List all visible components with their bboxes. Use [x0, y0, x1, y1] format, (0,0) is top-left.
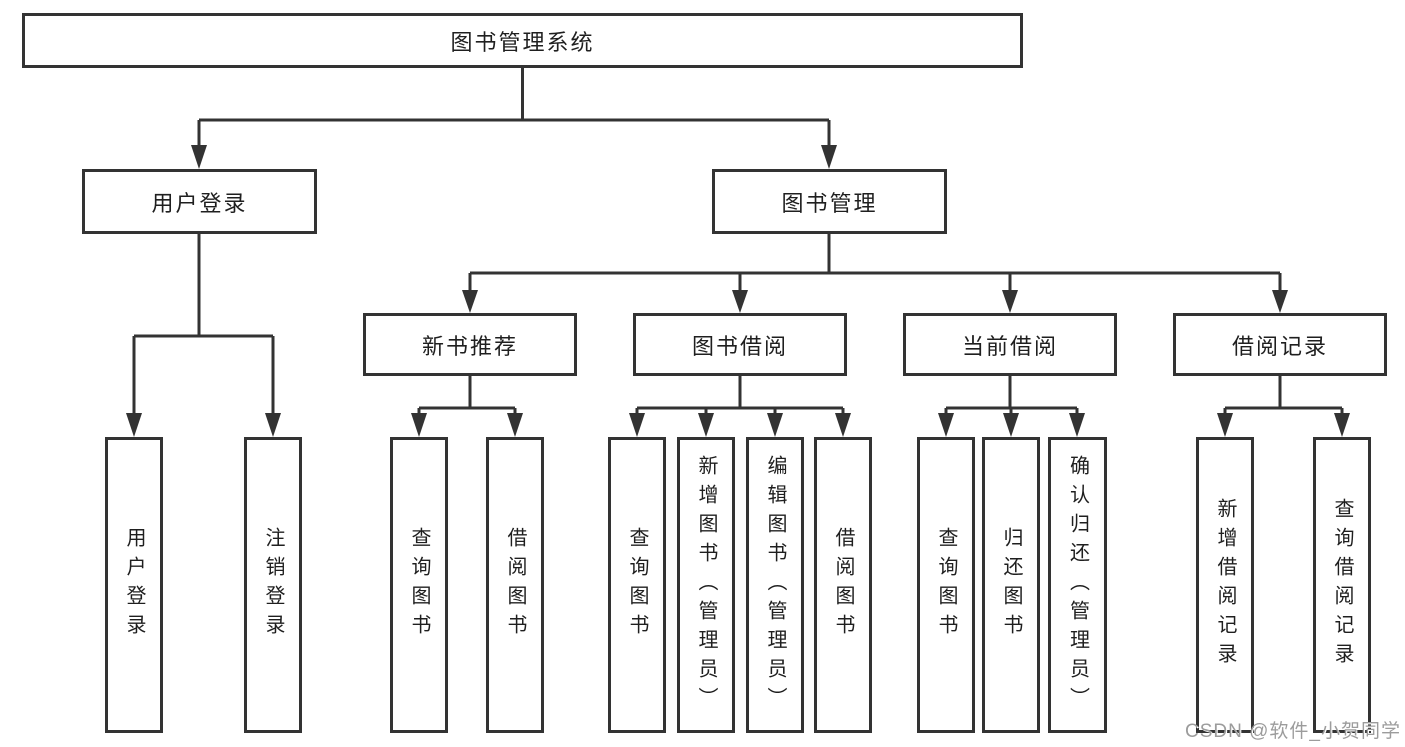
leaf-borrow-books-borrow-label: 借阅图书: [832, 527, 854, 643]
leaf-edit-book-admin: 编辑图书（管理员）: [746, 437, 804, 733]
node-new-book-recommend-label: 新书推荐: [421, 333, 518, 359]
leaf-user-login: 用户登录: [105, 437, 163, 733]
node-book-borrow: 图书借阅: [633, 313, 847, 376]
node-user-login: 用户登录: [82, 169, 317, 234]
leaf-return-books: 归还图书: [982, 437, 1040, 733]
node-current-borrow-label: 当前借阅: [961, 333, 1058, 359]
leaf-query-books-current-label: 查询图书: [935, 527, 957, 643]
leaf-borrow-books-borrow: 借阅图书: [814, 437, 872, 733]
node-new-book-recommend: 新书推荐: [363, 313, 577, 376]
leaf-query-borrow-record: 查询借阅记录: [1313, 437, 1371, 733]
leaf-query-books-current: 查询图书: [917, 437, 975, 733]
leaf-add-book-admin-label: 新增图书（管理员）: [695, 454, 717, 716]
node-borrow-records: 借阅记录: [1173, 313, 1387, 376]
leaf-query-books-borrow-label: 查询图书: [626, 527, 648, 643]
leaf-query-borrow-record-label: 查询借阅记录: [1331, 498, 1353, 672]
leaf-add-borrow-record-label: 新增借阅记录: [1214, 498, 1236, 672]
leaf-add-borrow-record: 新增借阅记录: [1196, 437, 1254, 733]
node-book-borrow-label: 图书借阅: [691, 333, 788, 359]
leaf-add-book-admin: 新增图书（管理员）: [677, 437, 735, 733]
leaf-return-books-label: 归还图书: [1000, 527, 1022, 643]
leaf-confirm-return-admin-label: 确认归还（管理员）: [1066, 454, 1089, 716]
node-root-label: 图书管理系统: [450, 29, 595, 55]
leaf-borrow-books-recommend-label: 借阅图书: [504, 527, 526, 643]
leaf-user-login-label: 用户登录: [123, 527, 145, 643]
node-user-login-label: 用户登录: [151, 190, 248, 216]
node-root: 图书管理系统: [22, 13, 1023, 68]
leaf-logout: 注销登录: [244, 437, 302, 733]
leaf-logout-label: 注销登录: [262, 527, 284, 643]
leaf-query-books-recommend-label: 查询图书: [408, 527, 430, 643]
node-current-borrow: 当前借阅: [903, 313, 1117, 376]
node-book-management-label: 图书管理: [781, 190, 878, 216]
leaf-query-books-borrow: 查询图书: [608, 437, 666, 733]
leaf-query-books-recommend: 查询图书: [390, 437, 448, 733]
leaf-confirm-return-admin: 确认归还（管理员）: [1048, 437, 1107, 733]
leaf-borrow-books-recommend: 借阅图书: [486, 437, 544, 733]
arrowheads: [126, 145, 1350, 437]
watermark: CSDN @软件_小贺同学: [1185, 721, 1401, 742]
node-borrow-records-label: 借阅记录: [1231, 333, 1328, 359]
node-book-management: 图书管理: [712, 169, 947, 234]
leaf-edit-book-admin-label: 编辑图书（管理员）: [764, 454, 786, 716]
